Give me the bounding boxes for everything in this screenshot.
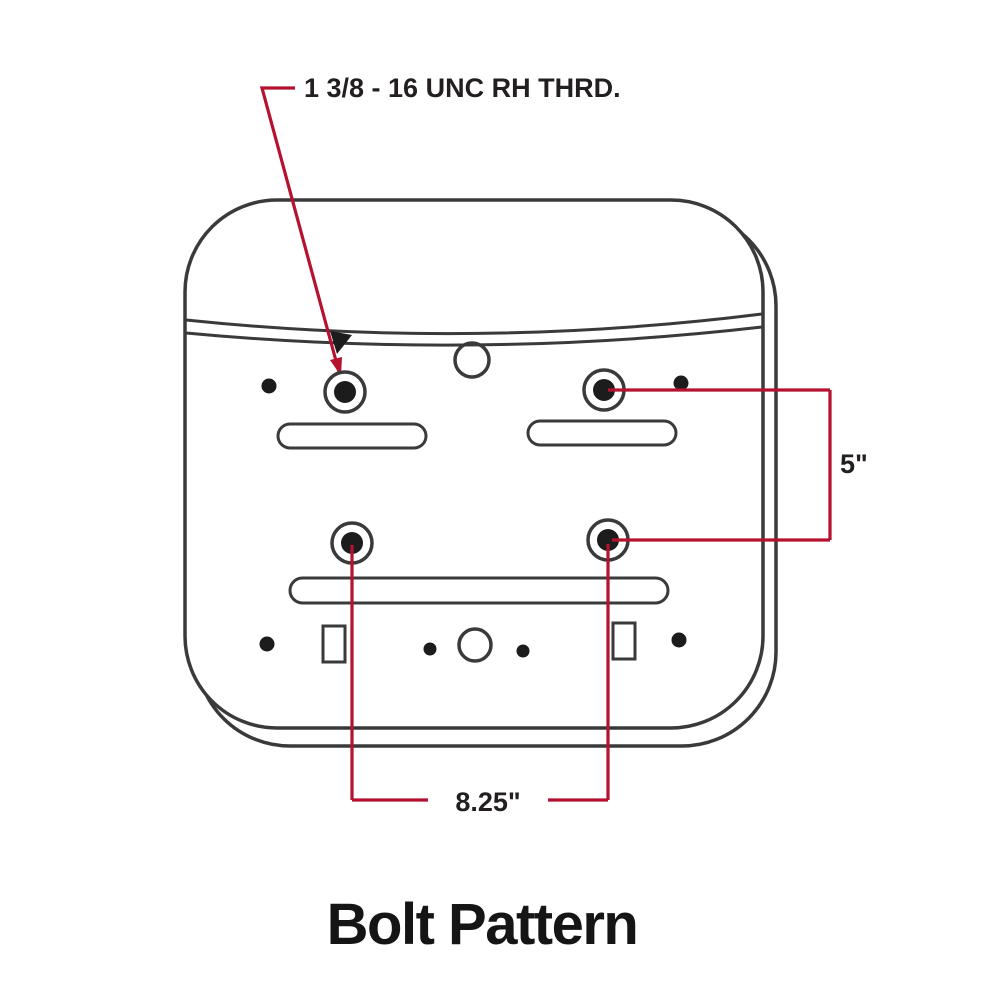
top-center-hole: [453, 341, 491, 379]
bottom-rect-left: [321, 624, 347, 664]
dim-825in-label: 8.25": [455, 787, 520, 817]
bolt-top-left: [323, 370, 367, 414]
bolt-center: [341, 532, 363, 554]
dim-5in-label: 5": [840, 449, 868, 479]
rivet-dot-top-left: [261, 378, 277, 394]
rivet-dot-bottom-center-left: [423, 642, 437, 656]
bolt-bottom-right: [586, 518, 630, 562]
seat-contour-line-1: [185, 312, 763, 336]
rivet-dot-top-right: [673, 375, 689, 391]
rivet-dot-bottom-right: [671, 632, 687, 648]
bottom-rect-right: [611, 621, 637, 661]
rivet-dot-bottom-left: [259, 636, 275, 652]
thread-label: 1 3/8 - 16 UNC RH THRD.: [304, 73, 621, 103]
bolt-bottom-left: [330, 521, 374, 565]
bolt-center: [597, 529, 619, 551]
seat-contour-line-2: [185, 325, 763, 347]
bottom-center-hole: [457, 627, 493, 663]
mount-slot-upper-right: [526, 419, 678, 447]
orientation-mark: [330, 331, 352, 354]
mount-slot-upper-left: [276, 422, 428, 450]
thread-leader: [259, 86, 341, 373]
rivet-dot-bottom-center-right: [516, 644, 530, 658]
bolt-center: [593, 379, 615, 401]
thread-leader-line: [259, 86, 341, 373]
bolt-center: [334, 381, 356, 403]
diagram-title: Bolt Pattern: [327, 892, 638, 957]
dimension-lines: [350, 388, 832, 802]
mount-slot-bottom-long: [288, 576, 670, 605]
